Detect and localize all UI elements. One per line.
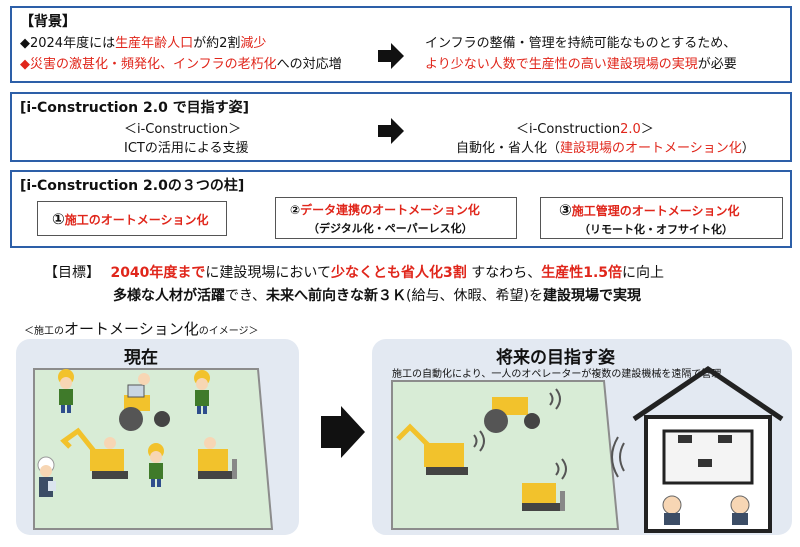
new-desc-prefix: 自動化・省人化（ [456, 141, 561, 156]
right-arrow-icon [378, 118, 404, 144]
background-box: 【背景】 ◆2024年度には生産年齢人口が約2割減少 ◆災害の激甚化・頻発化、イ… [10, 6, 792, 83]
result-red: より少ない人数で生産性の高い建設現場の実現 [425, 57, 698, 72]
bullet2-suffix: への対応増 [276, 57, 342, 72]
new-title-red: 2.0 [620, 122, 641, 137]
new-desc-suffix: ） [741, 141, 755, 156]
goal-realize: 建設現場で実現 [542, 288, 641, 304]
pillar-3-label: 施工管理のオートメーション化 [571, 204, 740, 218]
goal-year: 2040年度まで [110, 265, 206, 281]
bullet1-text: ◆2024年度には [20, 36, 116, 51]
goal-labor: 少なくとも省人化3割 [331, 265, 467, 281]
caption-suffix: のイメージ＞ [198, 326, 259, 337]
bullet1-red2: 減少 [240, 36, 267, 51]
goal-line-2: 多様な人材が活躍でき、未来へ前向きな新３Ｋ(給与、休暇、希望)を建設現場で実現 [113, 285, 641, 305]
goal-line2-b: でき、 [225, 288, 267, 304]
bullet1-mid: が約2割 [193, 36, 241, 51]
road-roller-icon [484, 388, 561, 433]
new-title-prefix: ＜i-Construction [516, 122, 621, 137]
goal-line-1: 【目標】 2040年度までに建設現場において少なくとも省人化3割 すなわち、生産… [44, 262, 664, 282]
pillar-2-sub: （デジタル化・ペーパーレス化） [308, 222, 473, 235]
current-title: 現在 [124, 348, 158, 368]
goal-part6: に向上 [622, 265, 665, 281]
pillar-3-sub: （リモート化・オフサイト化） [579, 223, 733, 236]
pillar-2-num: ② [290, 203, 301, 217]
pillars-heading: [i-Construction 2.0の３つの柱] [20, 178, 245, 194]
pillar-1-title: ①施工のオートメーション化 [52, 210, 208, 228]
bulldozer-icon [198, 437, 237, 479]
current-site-illustration [33, 368, 274, 530]
pillar-1-label: 施工のオートメーション化 [64, 213, 209, 227]
signal-icon [611, 436, 625, 478]
vision-new-title: ＜i-Construction2.0＞ [516, 118, 654, 137]
excavator-icon [60, 427, 128, 479]
pillar-2: ②データ連携のオートメーション化 （デジタル化・ペーパーレス化） [275, 197, 517, 239]
future-desc: 施工の自動化により、一人のオペレーターが複数の建設機械を遠隔で管理 [392, 369, 722, 380]
big-right-arrow-icon [321, 406, 365, 458]
pillars-box: [i-Construction 2.0の３つの柱] ①施工のオートメーション化 … [10, 170, 792, 248]
caption-big: オートメーション化 [64, 320, 199, 338]
future-site-illustration [391, 365, 784, 533]
vision-old-desc: ICTの活用による支援 [124, 141, 249, 156]
pillar-1-num: ① [52, 210, 65, 228]
future-title: 将来の目指す姿 [496, 348, 615, 368]
vision-box: [i-Construction 2.0 で目指す姿] ＜i-Constructi… [10, 92, 792, 162]
image-caption: ＜施工のオートメーション化のイメージ＞ [24, 318, 259, 339]
background-result-line2: より少ない人数で生産性の高い建設現場の実現が必要 [425, 53, 737, 72]
supervisor-icon [37, 456, 56, 497]
bullet2-red: ◆災害の激甚化・頻発化、インフラの老朽化 [20, 57, 277, 72]
vision-heading: [i-Construction 2.0 で目指す姿] [20, 100, 250, 116]
pillar-1: ①施工のオートメーション化 [37, 201, 227, 236]
caption-prefix: ＜施工の [24, 326, 64, 337]
pillar-3-num: ③ [559, 201, 572, 219]
goal-line2-d: (給与、休暇、希望)を [406, 288, 543, 304]
goal-part4: すなわち、 [466, 265, 542, 281]
goal-new3k: 未来へ前向きな新３Ｋ [266, 288, 407, 304]
new-title-suffix: ＞ [640, 122, 654, 137]
excavator-icon [396, 423, 485, 475]
bullet1-red: 生産年齢人口 [115, 36, 194, 51]
background-result-line1: インフラの整備・管理を持続可能なものとするため、 [425, 36, 737, 51]
result-suffix: が必要 [697, 57, 737, 72]
road-roller-icon [119, 373, 170, 431]
pillar-2-title: ②データ連携のオートメーション化 [290, 201, 480, 218]
goal-label: 【目標】 [44, 265, 100, 281]
goal-diverse: 多様な人材が活躍 [113, 288, 225, 304]
goal-productivity: 生産性1.5倍 [541, 265, 623, 281]
background-bullet-1: ◆2024年度には生産年齢人口が約2割減少 [20, 32, 266, 51]
remote-office-icon [632, 365, 784, 533]
pillar-2-label: データ連携のオートメーション化 [300, 203, 480, 217]
new-desc-red: 建設現場のオートメーション化 [560, 141, 742, 156]
vision-new-desc: 自動化・省人化（建設現場のオートメーション化） [456, 137, 755, 156]
vision-old-title: ＜i-Construction＞ [124, 122, 242, 137]
goal-part2: に建設現場において [205, 265, 332, 281]
bulldozer-icon [522, 458, 567, 511]
worker-icon [148, 443, 164, 487]
pillar-3-title: ③施工管理のオートメーション化 [559, 201, 739, 219]
worker-icon [194, 370, 210, 414]
background-heading: 【背景】 [20, 14, 76, 30]
background-bullet-2: ◆災害の激甚化・頻発化、インフラの老朽化への対応増 [20, 53, 342, 72]
pillar-3: ③施工管理のオートメーション化 （リモート化・オフサイト化） [540, 197, 783, 239]
worker-icon [58, 369, 74, 413]
right-arrow-icon [378, 43, 404, 69]
